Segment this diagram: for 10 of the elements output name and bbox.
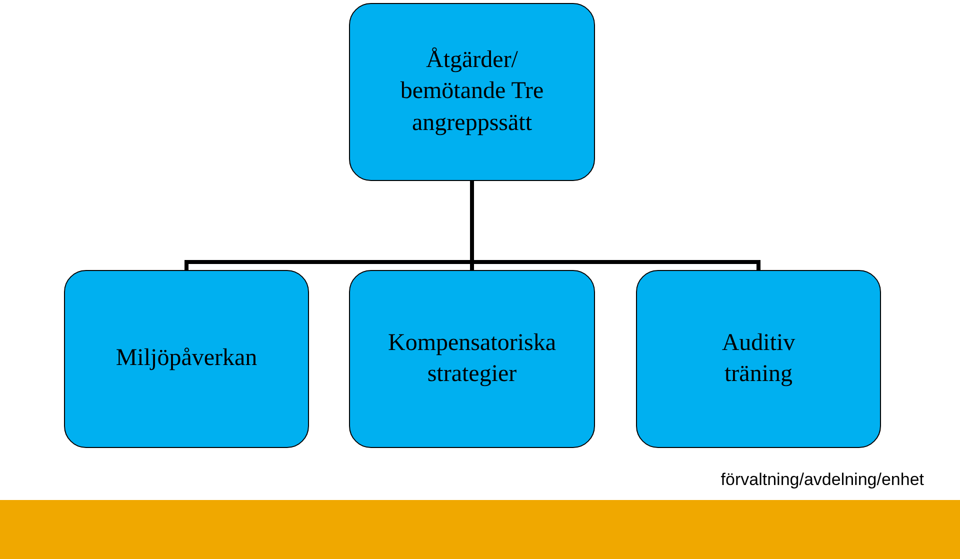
box-label: Miljöpåverkan — [116, 344, 258, 374]
box-label: Kompensatoriska strategier — [387, 328, 557, 389]
connector-line — [470, 181, 760, 270]
rounded-box — [349, 3, 595, 181]
rounded-box — [64, 270, 309, 448]
footer-text: förvaltning/avdelning/enhet — [720, 470, 924, 490]
box-label: Åtgärder/ bemötande Tre angreppssätt — [399, 46, 545, 138]
rounded-box — [636, 270, 881, 448]
rounded-box — [349, 270, 595, 448]
box-label: Auditiv träning — [720, 328, 796, 389]
